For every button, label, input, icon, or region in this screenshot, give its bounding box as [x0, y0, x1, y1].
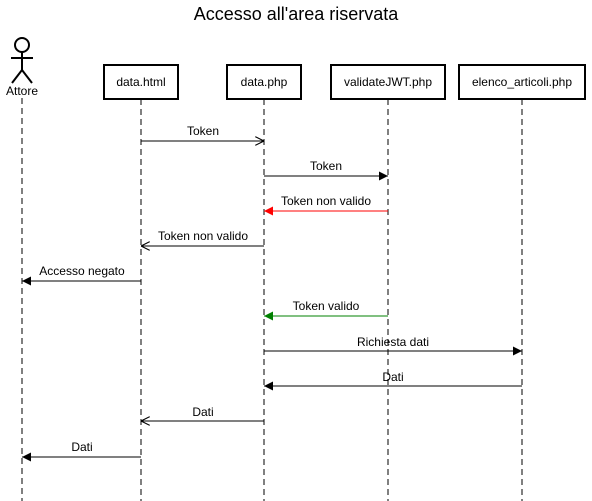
- participant-label: validateJWT.php: [344, 75, 432, 89]
- participant-data-php: data.php: [226, 64, 302, 100]
- message-token-non-valido-return: Token non valido: [141, 229, 264, 246]
- participant-label: data.php: [241, 75, 288, 89]
- actor-label: Attore: [6, 84, 38, 98]
- message-label: Token non valido: [158, 229, 248, 243]
- message-token-non-valido-red: Token non valido: [264, 194, 388, 216]
- message-token-valido-green: Token valido: [264, 299, 388, 321]
- participant-validatejwt-php: validateJWT.php: [330, 64, 446, 100]
- diagram-title: Accesso all'area riservata: [194, 4, 400, 24]
- message-label: Token: [310, 159, 342, 173]
- message-richiesta-dati: Richiesta dati: [264, 335, 522, 356]
- message-label: Accesso negato: [39, 264, 125, 278]
- participant-label: data.html: [116, 75, 165, 89]
- message-dati-to-attore: Dati: [22, 440, 141, 462]
- message-label: Dati: [71, 440, 92, 454]
- message-label: Dati: [382, 370, 403, 384]
- message-label: Dati: [192, 405, 213, 419]
- participant-elenco-articoli-php: elenco_articoli.php: [458, 64, 586, 100]
- message-dati-from-elenco: Dati: [264, 370, 522, 391]
- message-token-validate: Token: [264, 159, 388, 181]
- participant-label: elenco_articoli.php: [472, 75, 572, 89]
- actor-icon: [11, 37, 33, 84]
- message-label: Token non valido: [281, 194, 371, 208]
- message-label: Token: [187, 124, 219, 138]
- message-dati-to-html: Dati: [141, 405, 264, 421]
- message-label: Token valido: [293, 299, 360, 313]
- message-token-request: Token: [141, 124, 264, 141]
- message-label: Richiesta dati: [357, 335, 429, 349]
- participant-data-html: data.html: [103, 64, 179, 100]
- message-accesso-negato: Accesso negato: [22, 264, 141, 286]
